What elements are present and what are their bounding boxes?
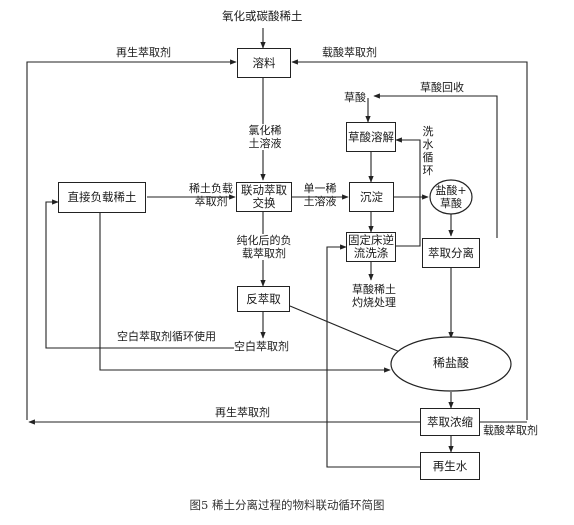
box-direct-load[interactable]: 直接负载稀土 <box>58 182 146 213</box>
ellipse-hcl-oxalic-label: 盐酸+ 草酸 <box>435 184 467 210</box>
input-title: 氧化或碳酸稀土 <box>222 9 303 23</box>
arrow-loaded-acid-top <box>291 59 528 420</box>
label-chloride-solution: 氯化稀 土溶液 <box>243 124 287 150</box>
label-loaded-acid-top: 载酸萃取剂 <box>322 46 377 59</box>
arrow-regen-top <box>26 59 237 420</box>
box-oxalic-dissolve[interactable]: 草酸溶解 <box>346 122 396 152</box>
arrow-oxalic-recovery <box>373 93 498 238</box>
label-oxalic-acid: 草酸 <box>344 91 366 104</box>
label-blank-extractant: 空白萃取剂 <box>234 340 289 353</box>
label-regen-bottom: 再生萃取剂 <box>215 406 270 419</box>
ellipse-dilute-hcl-label: 稀盐酸 <box>432 356 469 370</box>
box-extract-sep[interactable]: 萃取分离 <box>422 238 480 268</box>
box-extract-conc[interactable]: 萃取浓缩 <box>420 408 480 436</box>
box-fixed-bed[interactable]: 固定床逆 流洗涤 <box>346 232 396 262</box>
box-dissolve[interactable]: 溶料 <box>237 48 291 78</box>
box-linked-extract[interactable]: 联动萃取 交换 <box>236 182 292 212</box>
figure-caption: 图5 稀土分离过程的物料联动循环简图 <box>189 498 385 512</box>
label-re-loaded-extractant: 稀土负载 萃取剂 <box>189 182 233 208</box>
label-regen-top: 再生萃取剂 <box>116 46 171 59</box>
arrow-water-to-fixed <box>326 244 420 468</box>
box-precipitate[interactable]: 沉淀 <box>349 182 394 212</box>
ellipse-dilute-hcl <box>390 336 512 392</box>
label-oxalic-recovery: 草酸回收 <box>420 81 464 94</box>
line-back-to-dilute <box>289 305 401 353</box>
arrow-wash-cycle <box>395 137 421 247</box>
arrow-blank-cycle <box>45 199 263 349</box>
label-wash-water-cycle: 洗 水 循 环 <box>422 125 434 177</box>
label-purified-loaded: 纯化后的负 载萃取剂 <box>232 234 296 260</box>
box-regen-water[interactable]: 再生水 <box>420 452 480 480</box>
label-oxalate-roast: 草酸稀土 灼烧处理 <box>352 283 396 309</box>
ellipse-hcl-oxalic <box>429 179 473 215</box>
box-back-extract[interactable]: 反萃取 <box>237 286 290 312</box>
label-blank-cycle-use: 空白萃取剂循环使用 <box>117 330 216 343</box>
arrow-to-dilute <box>99 212 391 373</box>
label-loaded-acid-bottom: 载酸萃取剂 <box>483 424 538 437</box>
label-single-re-solution: 单一稀 土溶液 <box>303 182 337 208</box>
